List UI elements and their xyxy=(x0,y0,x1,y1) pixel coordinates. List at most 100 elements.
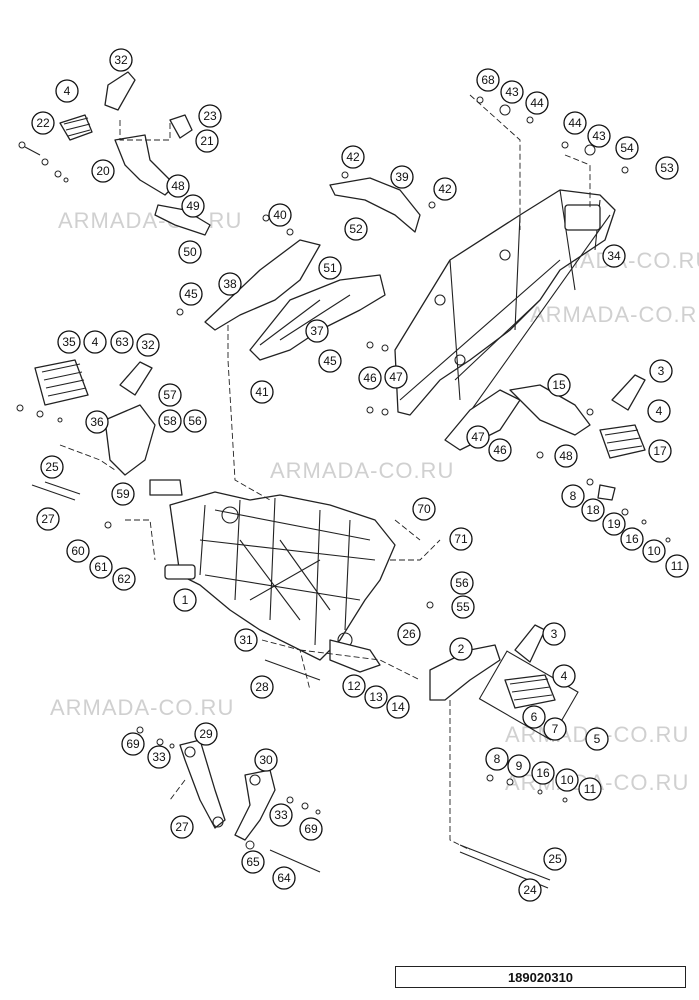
svg-text:52: 52 xyxy=(349,222,363,236)
watermark-4: ARMADA-CO.RU xyxy=(270,458,454,483)
callout-34: 34 xyxy=(602,244,626,268)
document-code: 189020310 xyxy=(507,969,574,985)
svg-text:61: 61 xyxy=(94,560,108,574)
callout-42-b: 42 xyxy=(433,177,457,201)
svg-text:4: 4 xyxy=(64,84,71,98)
callout-bubbles: 1 2 3 3 4 4 4 4 5 6 7 8 8 9 10 10 11 11 … xyxy=(31,48,689,902)
callout-33-a: 33 xyxy=(147,745,171,769)
svg-text:16: 16 xyxy=(625,532,639,546)
svg-text:4: 4 xyxy=(92,335,99,349)
svg-text:47: 47 xyxy=(471,430,485,444)
callout-35: 35 xyxy=(57,330,81,354)
svg-text:33: 33 xyxy=(274,808,288,822)
callout-25-b: 25 xyxy=(543,847,567,871)
callout-20: 20 xyxy=(91,159,115,183)
svg-text:7: 7 xyxy=(552,722,559,736)
svg-text:12: 12 xyxy=(347,679,361,693)
callout-65: 65 xyxy=(241,850,265,874)
main-frame xyxy=(164,491,396,673)
callout-4-d: 4 xyxy=(552,664,576,688)
callout-47-b: 47 xyxy=(466,425,490,449)
svg-text:26: 26 xyxy=(402,627,416,641)
svg-text:43: 43 xyxy=(505,85,519,99)
callout-37: 37 xyxy=(305,319,329,343)
callout-32-b: 32 xyxy=(136,333,160,357)
svg-text:32: 32 xyxy=(114,53,128,67)
svg-text:3: 3 xyxy=(551,627,558,641)
svg-text:48: 48 xyxy=(171,179,185,193)
svg-text:45: 45 xyxy=(184,287,198,301)
callout-56-a: 56 xyxy=(183,409,207,433)
callout-59: 59 xyxy=(111,482,135,506)
callout-26: 26 xyxy=(397,622,421,646)
callout-23: 23 xyxy=(198,104,222,128)
svg-text:4: 4 xyxy=(561,669,568,683)
callout-57: 57 xyxy=(158,383,182,407)
svg-text:8: 8 xyxy=(570,489,577,503)
callout-47-a: 47 xyxy=(384,365,408,389)
callout-31: 31 xyxy=(234,628,258,652)
callout-3-a: 3 xyxy=(649,359,673,383)
callout-7: 7 xyxy=(543,717,567,741)
svg-text:9: 9 xyxy=(516,759,523,773)
callout-61: 61 xyxy=(89,555,113,579)
svg-text:59: 59 xyxy=(116,487,130,501)
svg-text:37: 37 xyxy=(310,324,324,338)
callout-43-b: 43 xyxy=(587,124,611,148)
svg-text:69: 69 xyxy=(304,822,318,836)
svg-text:36: 36 xyxy=(90,415,104,429)
callout-6: 6 xyxy=(522,705,546,729)
svg-text:5: 5 xyxy=(594,732,601,746)
svg-text:18: 18 xyxy=(586,503,600,517)
callout-29: 29 xyxy=(194,722,218,746)
document-code-box: 189020310 xyxy=(395,966,686,988)
svg-text:21: 21 xyxy=(200,134,214,148)
right-front-footrest xyxy=(429,624,579,741)
svg-text:29: 29 xyxy=(199,727,213,741)
callout-30: 30 xyxy=(254,748,278,772)
callout-9: 9 xyxy=(507,754,531,778)
callout-1: 1 xyxy=(173,588,197,612)
callout-46-b: 46 xyxy=(488,438,512,462)
svg-text:4: 4 xyxy=(656,404,663,418)
callout-63: 63 xyxy=(110,330,134,354)
callout-56-b: 56 xyxy=(450,571,474,595)
svg-text:13: 13 xyxy=(369,690,383,704)
svg-text:10: 10 xyxy=(647,544,661,558)
svg-text:30: 30 xyxy=(259,753,273,767)
svg-text:23: 23 xyxy=(203,109,217,123)
watermark-3: ARMADA-CO.RU xyxy=(530,302,699,327)
svg-text:54: 54 xyxy=(620,141,634,155)
svg-text:63: 63 xyxy=(115,335,129,349)
callout-49: 49 xyxy=(181,194,205,218)
shift-lever xyxy=(179,739,226,829)
callout-25-a: 25 xyxy=(40,455,64,479)
svg-text:15: 15 xyxy=(552,378,566,392)
callout-50: 50 xyxy=(178,240,202,264)
callout-8-a: 8 xyxy=(561,484,585,508)
callout-71: 71 xyxy=(449,527,473,551)
callout-70: 70 xyxy=(412,497,436,521)
svg-text:55: 55 xyxy=(456,600,470,614)
svg-text:65: 65 xyxy=(246,855,260,869)
svg-text:69: 69 xyxy=(126,737,140,751)
callout-13: 13 xyxy=(364,685,388,709)
callout-55: 55 xyxy=(451,595,475,619)
callout-4-c: 4 xyxy=(647,399,671,423)
svg-text:27: 27 xyxy=(41,512,55,526)
callout-48-b: 48 xyxy=(554,444,578,468)
watermark-5: ARMADA-CO.RU xyxy=(50,695,234,720)
svg-text:56: 56 xyxy=(188,414,202,428)
right-rear-footrest xyxy=(509,374,646,501)
svg-text:40: 40 xyxy=(273,208,287,222)
callout-45-b: 45 xyxy=(318,349,342,373)
callout-60: 60 xyxy=(66,539,90,563)
svg-text:57: 57 xyxy=(163,388,177,402)
svg-text:60: 60 xyxy=(71,544,85,558)
callout-41: 41 xyxy=(250,380,274,404)
callout-54: 54 xyxy=(615,136,639,160)
callout-46-a: 46 xyxy=(358,366,382,390)
watermark-1: ARMADA-CO.RU xyxy=(58,208,242,233)
callout-27-b: 27 xyxy=(170,815,194,839)
